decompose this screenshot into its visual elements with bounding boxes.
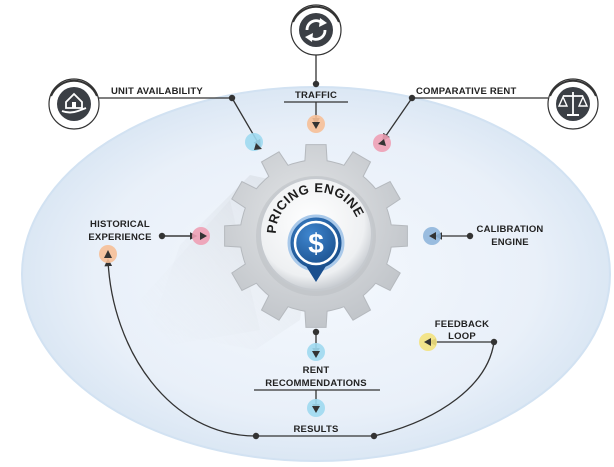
label-feedback-2: LOOP — [448, 331, 476, 342]
label-feedback-1: FEEDBACK — [435, 319, 489, 330]
label-rent-1: RENT — [303, 365, 330, 376]
label-calibration-2: ENGINE — [491, 237, 529, 248]
svg-text:$: $ — [308, 228, 324, 259]
label-unit-availability: UNIT AVAILABILITY — [111, 86, 203, 97]
hand-holding-house-icon — [48, 78, 100, 130]
label-comparative-rent: COMPARATIVE RENT — [416, 86, 517, 97]
label-traffic: TRAFFIC — [295, 90, 337, 101]
arrowheads — [104, 122, 436, 413]
label-rent-2: RECOMMENDATIONS — [265, 378, 367, 389]
refresh-cycle-icon — [290, 4, 342, 56]
scales-of-justice-icon — [547, 78, 599, 130]
label-historical-1: HISTORICAL — [90, 219, 150, 230]
endpoint-dots — [158, 80, 498, 440]
label-historical-2: EXPERIENCE — [88, 232, 151, 243]
label-results: RESULTS — [293, 424, 338, 435]
dollar-icon: $ — [287, 214, 345, 282]
label-calibration-1: CALIBRATION — [477, 224, 544, 235]
